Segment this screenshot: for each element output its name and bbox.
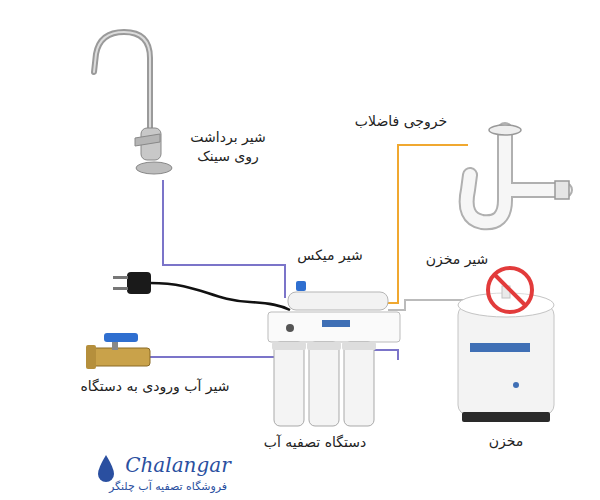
drain-label: خروجی فاضلاب [345, 112, 457, 131]
drain-trap-part [489, 125, 521, 135]
storage-tank-part [470, 343, 530, 352]
sink-faucet-part [94, 32, 150, 140]
power-cord [150, 283, 290, 310]
sink-faucet-part [94, 32, 150, 140]
sink-faucet [94, 32, 172, 174]
storage-tank-part [458, 305, 554, 415]
mix-valve-label: شیر میکس [288, 246, 372, 265]
purifier-unit-part [272, 342, 306, 350]
inlet-valve-part [92, 348, 150, 366]
logo-name: Chalangar [118, 452, 238, 479]
purifier-unit-part [344, 342, 374, 426]
inlet-wire-part [372, 350, 398, 360]
prohibition-sign [488, 268, 532, 312]
tank-label: مخزن [470, 432, 542, 451]
drain-trap [467, 125, 569, 222]
purifier-unit-part [307, 342, 341, 350]
power-plug-part [127, 272, 151, 294]
purifier-unit-part [296, 281, 306, 291]
storage-tank-part [513, 382, 519, 388]
logo-subtitle: فروشگاه تصفیه آب چلنگر [88, 480, 248, 495]
purifier-unit [268, 281, 400, 426]
faucet-label: شیر برداشت روی سینک [178, 128, 278, 166]
drain-wire-part [385, 145, 468, 303]
purifier-unit-part [286, 324, 294, 332]
prohibition-sign-part [495, 275, 525, 305]
sink-faucet-part [135, 134, 160, 146]
power-plug-part [113, 287, 128, 290]
tank-valve-label: شیر مخزن [424, 250, 490, 269]
drain-trap-part [467, 130, 565, 222]
power-cord-part [150, 283, 290, 310]
inlet-wire-part [150, 347, 280, 357]
drain-trap-part [555, 181, 569, 199]
purifier-unit-part [342, 342, 376, 350]
purifier-unit-part [268, 312, 400, 342]
purifier-unit-part [288, 292, 388, 310]
power-plug [113, 272, 151, 294]
logo-drop [98, 455, 114, 482]
inlet-valve-part [104, 333, 138, 342]
faucet-wire-part [163, 180, 285, 298]
purifier-unit-part [309, 342, 339, 426]
sink-faucet-part [136, 162, 172, 174]
drain-wire [385, 145, 468, 303]
purifier-label: دستگاه تصفیه آب [240, 433, 390, 452]
logo-drop-part [98, 455, 114, 482]
inlet-valve-part [86, 345, 96, 369]
inlet-valve [86, 333, 150, 369]
prohibition-sign-part [488, 268, 532, 312]
inlet-valve-label: شیر آب ورودی به دستگاه [40, 377, 270, 396]
storage-tank-part [462, 412, 550, 422]
faucet-wire [163, 180, 285, 298]
purifier-unit-part [322, 320, 350, 327]
drain-trap-part [467, 130, 565, 222]
power-plug-part [113, 276, 128, 279]
purifier-unit-part [274, 342, 304, 426]
